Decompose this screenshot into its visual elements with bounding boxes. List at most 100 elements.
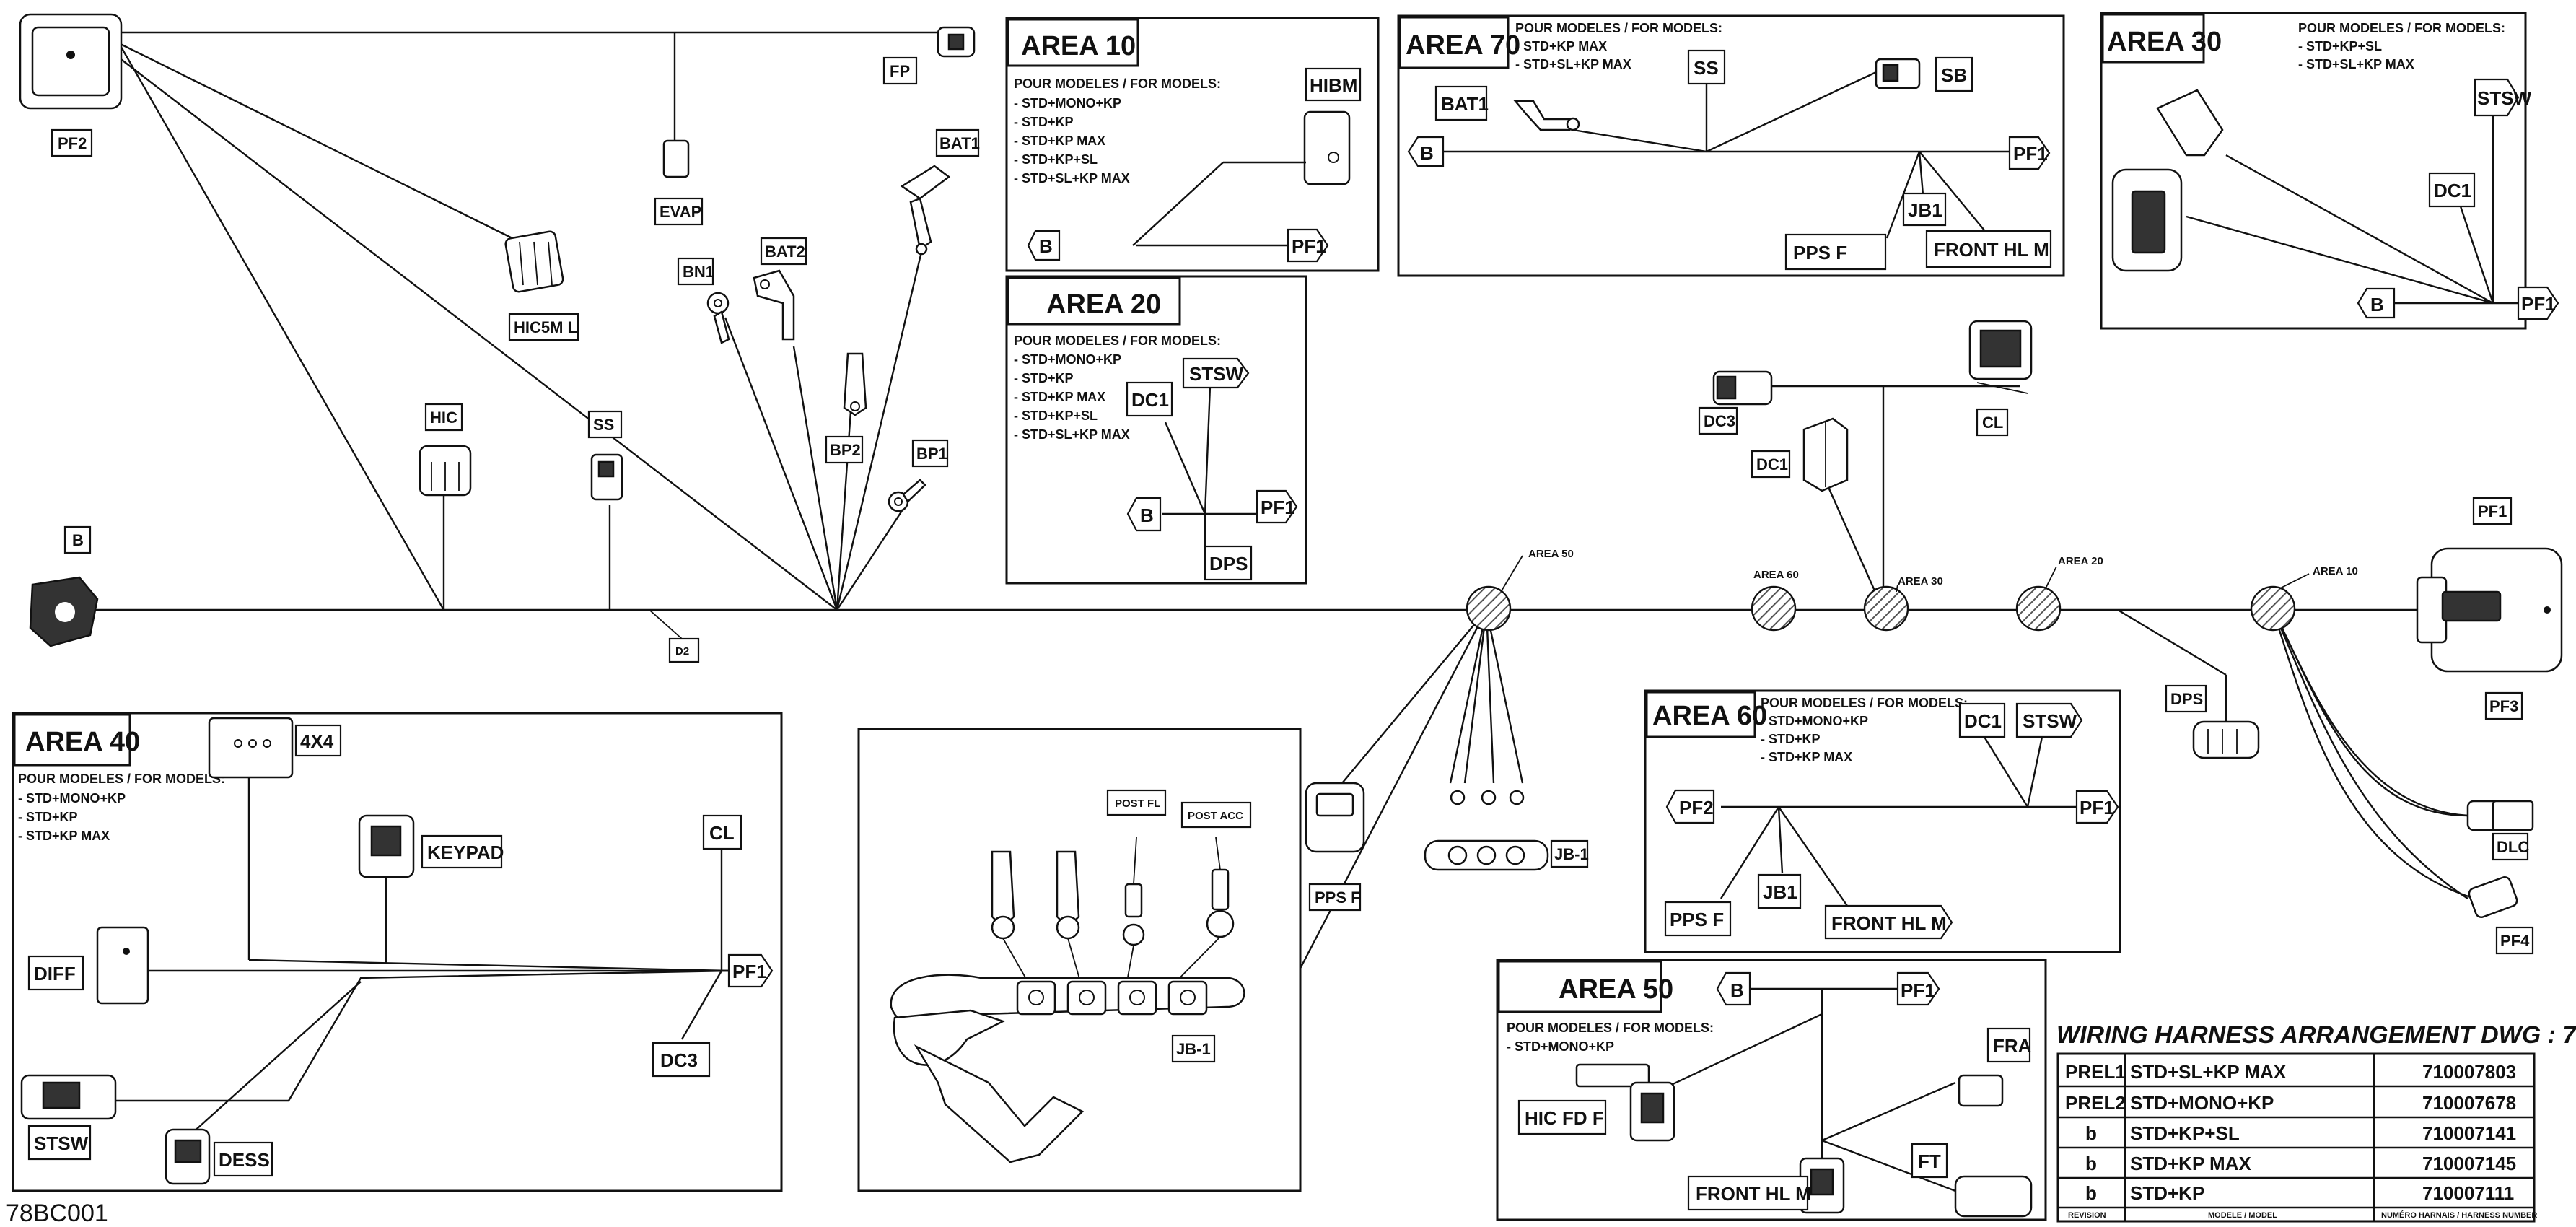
area-40-pour: POUR MODELES / FOR MODELS:: [18, 772, 225, 786]
area-50-model-1: - STD+MONO+KP: [1507, 1039, 1614, 1054]
area-40-cl-label: CL: [709, 822, 735, 844]
dc3-label: DC3: [1704, 412, 1735, 430]
area-50-title: AREA 50: [1559, 974, 1673, 1005]
area-10-model-3: - STD+KP MAX: [1014, 134, 1105, 148]
area-10-model-4: - STD+KP+SL: [1014, 152, 1098, 167]
main-harness: [72, 31, 2476, 1076]
connector-bat1[interactable]: BAT1: [900, 128, 980, 256]
area-60-model-1: - STD+MONO+KP: [1761, 714, 1868, 728]
area-20-marker-label: AREA 20: [2058, 555, 2103, 567]
area-70-pf1-label: PF1: [2013, 143, 2048, 165]
pf4-label: PF4: [2500, 932, 2530, 950]
dlc-label: DLC: [2497, 838, 2529, 856]
area-40-pf1-label: PF1: [732, 961, 767, 982]
area-60-ppsf-label: PPS F: [1670, 909, 1724, 930]
area-marker-30[interactable]: [1863, 585, 1909, 632]
area-marker-10[interactable]: [2250, 585, 2296, 632]
area-10-title: AREA 10: [1021, 31, 1136, 61]
area-60-jb1-label: JB1: [1763, 881, 1797, 903]
ss-label: SS: [593, 416, 614, 434]
model-cell-4: STD+KP MAX: [2130, 1153, 2251, 1174]
area-30-title: AREA 30: [2107, 27, 2222, 57]
pf2-label: PF2: [58, 134, 87, 152]
rev-cell-5: b: [2085, 1182, 2097, 1204]
connector-dps[interactable]: DPS: [2165, 684, 2260, 759]
bp1-label: BP1: [916, 445, 947, 463]
connector-dlc[interactable]: DLC: [2492, 800, 2534, 861]
post-fl-label: POST FL: [1115, 798, 1160, 810]
hic5m-label: HIC5M L: [514, 318, 577, 336]
dps-label: DPS: [2170, 690, 2203, 708]
area-40-dess-label: DESS: [219, 1149, 270, 1171]
title-block: WIRING HARNESS ARRANGEMENT DWG : 7030002…: [2056, 1021, 2576, 1223]
connector-bn1[interactable]: BN1: [677, 257, 730, 344]
area-30-model-1: - STD+KP+SL: [2298, 39, 2382, 53]
connector-evap[interactable]: EVAP: [654, 139, 704, 226]
area-60-stsw-label: STSW: [2023, 710, 2077, 732]
area-70-b-label: B: [1420, 142, 1434, 164]
area-70-sb-label: SB: [1941, 64, 1967, 86]
area-marker-50[interactable]: [1466, 585, 1512, 632]
area-60-model-2: - STD+KP: [1761, 732, 1821, 746]
area-70-model-1: - STD+KP MAX: [1515, 39, 1607, 53]
area-10-pour: POUR MODELES / FOR MODELS:: [1014, 77, 1221, 91]
area-30-pour: POUR MODELES / FOR MODELS:: [2298, 21, 2505, 35]
area-30-b-label: B: [2370, 294, 2384, 315]
area-50-hicfdf-label: HIC FD F: [1525, 1107, 1604, 1129]
area-20-model-5: - STD+SL+KP MAX: [1014, 427, 1130, 442]
hic-label: HIC: [430, 409, 457, 427]
drawing-title: WIRING HARNESS ARRANGEMENT DWG : 7030002…: [2056, 1021, 2576, 1049]
area-20-model-3: - STD+KP MAX: [1014, 390, 1105, 404]
connector-dc1[interactable]: DC1: [1751, 417, 1849, 492]
connector-bat2[interactable]: BAT2: [753, 237, 807, 341]
number-cell-5: 710007111: [2422, 1182, 2514, 1204]
connector-pf1-main[interactable]: PF1: [2416, 497, 2563, 673]
area-70-jb1-label: JB1: [1908, 199, 1942, 221]
area-70-pour: POUR MODELES / FOR MODELS:: [1515, 21, 1722, 35]
area-60-pf2-label: PF2: [1679, 797, 1714, 818]
connector-ss[interactable]: SS: [587, 410, 623, 501]
area-50-pf1-label: PF1: [1901, 979, 1935, 1001]
area-50-fra-label: FRA: [1993, 1035, 2032, 1057]
connector-fp[interactable]: FP: [882, 26, 976, 85]
connector-bp1[interactable]: BP1: [888, 439, 949, 512]
area-70-fronthlm-label: FRONT HL M: [1934, 239, 2049, 261]
area-20-model-4: - STD+KP+SL: [1014, 409, 1098, 423]
area-10-panel: AREA 10 POUR MODELES / FOR MODELS: - STD…: [1005, 17, 1380, 272]
area-70-bat1-label: BAT1: [1441, 93, 1489, 115]
area-40-title: AREA 40: [25, 727, 140, 757]
connector-hic5m[interactable]: HIC5M L: [504, 230, 579, 341]
connector-pf2[interactable]: PF2: [19, 13, 123, 157]
area-30-marker-label: AREA 30: [1898, 575, 1943, 588]
junction-block-jb1-small[interactable]: JB-1: [1424, 790, 1589, 871]
area-70-title: AREA 70: [1406, 30, 1520, 61]
area-10-hibm-label: HIBM: [1310, 74, 1357, 96]
rev-cell-1: PREL1: [2065, 1061, 2126, 1083]
connector-dc3[interactable]: DC3: [1698, 370, 1773, 435]
connector-cl[interactable]: CL: [1968, 320, 2033, 437]
bat1-label: BAT1: [939, 134, 980, 152]
connector-pps-f[interactable]: PPS F: [1305, 782, 1365, 912]
evap-label: EVAP: [660, 203, 701, 221]
area-20-model-2: - STD+KP: [1014, 371, 1074, 385]
area-20-dps-label: DPS: [1209, 553, 1248, 575]
bat2-label: BAT2: [765, 243, 805, 261]
area-markers: AREA 50 AREA 60 AREA 30 AREA 20 AREA 10: [1466, 548, 2358, 632]
area-40-stsw-label: STSW: [34, 1132, 89, 1154]
number-cell-2: 710007678: [2422, 1092, 2516, 1114]
connector-b[interactable]: B: [29, 525, 99, 647]
connector-bp2[interactable]: BP2: [825, 352, 867, 464]
area-30-panel: AREA 30 POUR MODELES / FOR MODELS: - STD…: [2100, 12, 2559, 330]
area-60-pour: POUR MODELES / FOR MODELS:: [1761, 696, 1968, 710]
area-20-b-label: B: [1140, 505, 1154, 526]
header-harness-number: NUMÉRO HARNAIS / HARNESS NUMBER: [2381, 1210, 2537, 1220]
area-marker-20[interactable]: [2015, 585, 2062, 632]
area-marker-60[interactable]: [1751, 585, 1797, 632]
area-20-panel: AREA 20 POUR MODELES / FOR MODELS: - STD…: [1005, 275, 1307, 585]
area-30-dc1-label: DC1: [2434, 180, 2471, 201]
area-50-marker-label: AREA 50: [1528, 548, 1574, 560]
area-30-model-2: - STD+SL+KP MAX: [2298, 57, 2414, 71]
connector-pf4[interactable]: PF4: [2468, 876, 2534, 955]
connector-hic[interactable]: HIC: [419, 403, 472, 497]
